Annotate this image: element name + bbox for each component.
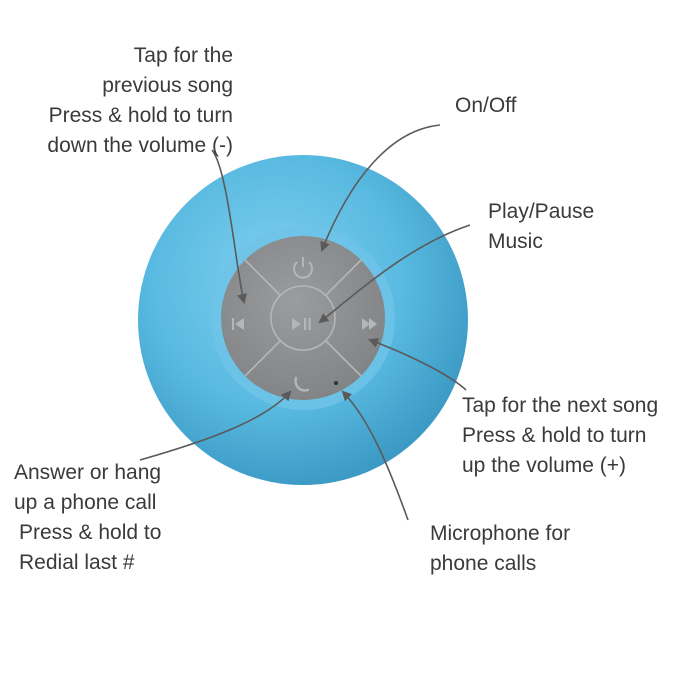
microphone-hole-icon	[334, 381, 338, 385]
label-play-line-1: Play/Pause	[488, 200, 595, 223]
label-play-line-2: Music	[488, 230, 543, 253]
label-previous-line-1: Tap for the	[133, 44, 233, 67]
leader-play	[318, 224, 471, 324]
power-icon[interactable]	[293, 257, 313, 279]
previous-track-icon[interactable]	[232, 318, 244, 330]
label-previous-line-3: Press & hold to turn	[48, 104, 233, 127]
label-phone: Answer or hang up a phone call Press & h…	[14, 458, 161, 578]
label-mic-line-1: Microphone for	[430, 522, 571, 545]
label-previous: Tap for the previous song Press & hold t…	[47, 41, 233, 161]
label-previous-line-4: down the volume (-)	[47, 134, 233, 157]
label-next-line-2: Press & hold to turn	[462, 424, 647, 447]
label-mic-line-2: phone calls	[430, 552, 537, 575]
leader-power	[320, 124, 441, 252]
label-next-line-3: up the volume (+)	[462, 454, 627, 477]
leader-phone	[139, 390, 292, 461]
label-phone-line-4: Redial last #	[19, 551, 135, 574]
leader-lines	[139, 124, 471, 521]
play-pause-icon[interactable]	[292, 318, 311, 330]
panel-dividers	[244, 259, 362, 377]
label-phone-line-1: Answer or hang	[14, 461, 162, 484]
label-power-line-1: On/Off	[455, 94, 517, 117]
label-next: Tap for the next song Press & hold to tu…	[462, 391, 658, 481]
label-next-line-1: Tap for the next song	[462, 394, 659, 417]
leader-previous	[211, 149, 247, 304]
label-previous-line-2: previous song	[102, 74, 233, 97]
label-play: Play/Pause Music	[488, 197, 594, 257]
phone-icon[interactable]	[294, 376, 310, 392]
label-phone-line-3: Press & hold to	[19, 521, 162, 544]
label-phone-line-2: up a phone call	[14, 491, 157, 514]
next-track-icon[interactable]	[362, 318, 377, 330]
leader-mic	[341, 390, 409, 521]
label-mic: Microphone for phone calls	[430, 519, 570, 579]
label-power: On/Off	[455, 91, 516, 121]
leader-next	[368, 338, 467, 391]
